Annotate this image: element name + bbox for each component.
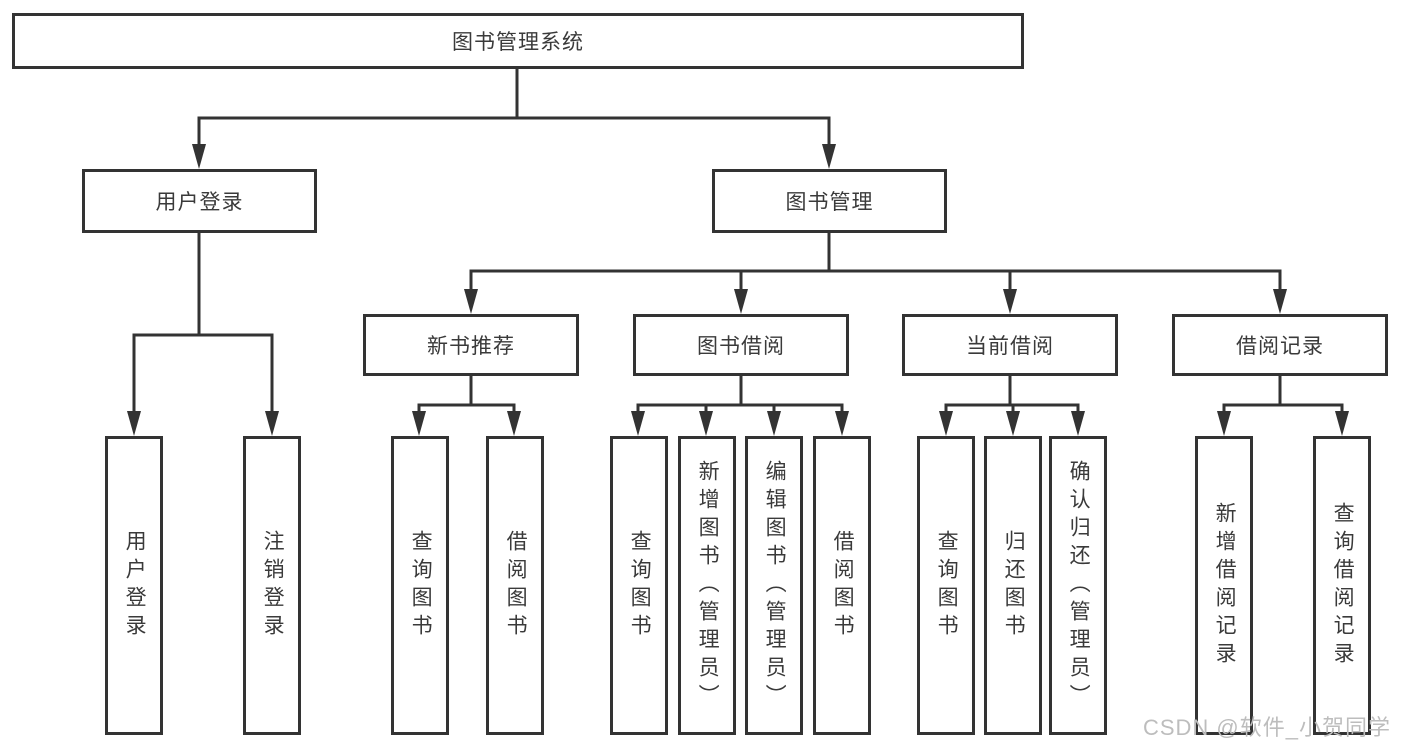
leaf-current-return-books-label: 归还图书: [1002, 529, 1026, 642]
node-borrow-records: 借阅记录: [1172, 314, 1388, 376]
leaf-borrow-query-books-label: 查询图书: [628, 529, 652, 642]
leaf-recommend-borrow-books-label: 借阅图书: [504, 529, 528, 642]
csdn-watermark: CSDN @软件_小贺同学: [1142, 715, 1391, 740]
leaf-logout: 注销登录: [243, 436, 301, 735]
node-new-book-recommend-label: 新书推荐: [427, 335, 515, 358]
node-current-borrow-label: 当前借阅: [966, 335, 1054, 358]
leaf-borrow-borrow-books: 借阅图书: [813, 436, 871, 735]
leaf-borrow-edit-books-admin-label: 编辑图书（管理员）: [763, 459, 787, 712]
leaf-recommend-query-books: 查询图书: [391, 436, 449, 735]
leaf-current-return-books: 归还图书: [984, 436, 1042, 735]
leaf-current-confirm-return-admin-label: 确认归还（管理员）: [1067, 459, 1091, 712]
leaf-records-query-borrow-record-label: 查询借阅记录: [1331, 501, 1355, 670]
node-borrow-records-label: 借阅记录: [1236, 335, 1324, 358]
leaf-recommend-borrow-books: 借阅图书: [486, 436, 544, 735]
node-book-management-label: 图书管理: [785, 191, 874, 214]
leaf-records-add-borrow-record: 新增借阅记录: [1195, 436, 1253, 735]
leaf-current-confirm-return-admin: 确认归还（管理员）: [1049, 436, 1107, 735]
node-user-login-label: 用户登录: [155, 191, 244, 214]
node-book-borrow-label: 图书借阅: [697, 335, 785, 358]
node-current-borrow: 当前借阅: [902, 314, 1118, 376]
leaf-current-query-books: 查询图书: [917, 436, 975, 735]
leaf-user-login-label: 用户登录: [123, 529, 147, 642]
node-user-login: 用户登录: [82, 169, 317, 233]
leaf-logout-label: 注销登录: [261, 529, 285, 642]
leaf-records-add-borrow-record-label: 新增借阅记录: [1213, 501, 1237, 670]
leaf-borrow-add-books-admin: 新增图书（管理员）: [678, 436, 736, 735]
node-book-borrow: 图书借阅: [633, 314, 849, 376]
leaf-records-query-borrow-record: 查询借阅记录: [1313, 436, 1371, 735]
leaf-borrow-borrow-books-label: 借阅图书: [831, 529, 855, 642]
leaf-user-login: 用户登录: [105, 436, 163, 735]
node-new-book-recommend: 新书推荐: [363, 314, 579, 376]
leaf-recommend-query-books-label: 查询图书: [409, 529, 433, 642]
leaf-borrow-edit-books-admin: 编辑图书（管理员）: [745, 436, 803, 735]
node-root: 图书管理系统: [12, 13, 1024, 69]
leaf-borrow-query-books: 查询图书: [610, 436, 668, 735]
leaf-borrow-add-books-admin-label: 新增图书（管理员）: [696, 459, 720, 712]
leaf-current-query-books-label: 查询图书: [935, 529, 959, 642]
node-book-management: 图书管理: [712, 169, 947, 233]
node-root-label: 图书管理系统: [452, 31, 584, 54]
